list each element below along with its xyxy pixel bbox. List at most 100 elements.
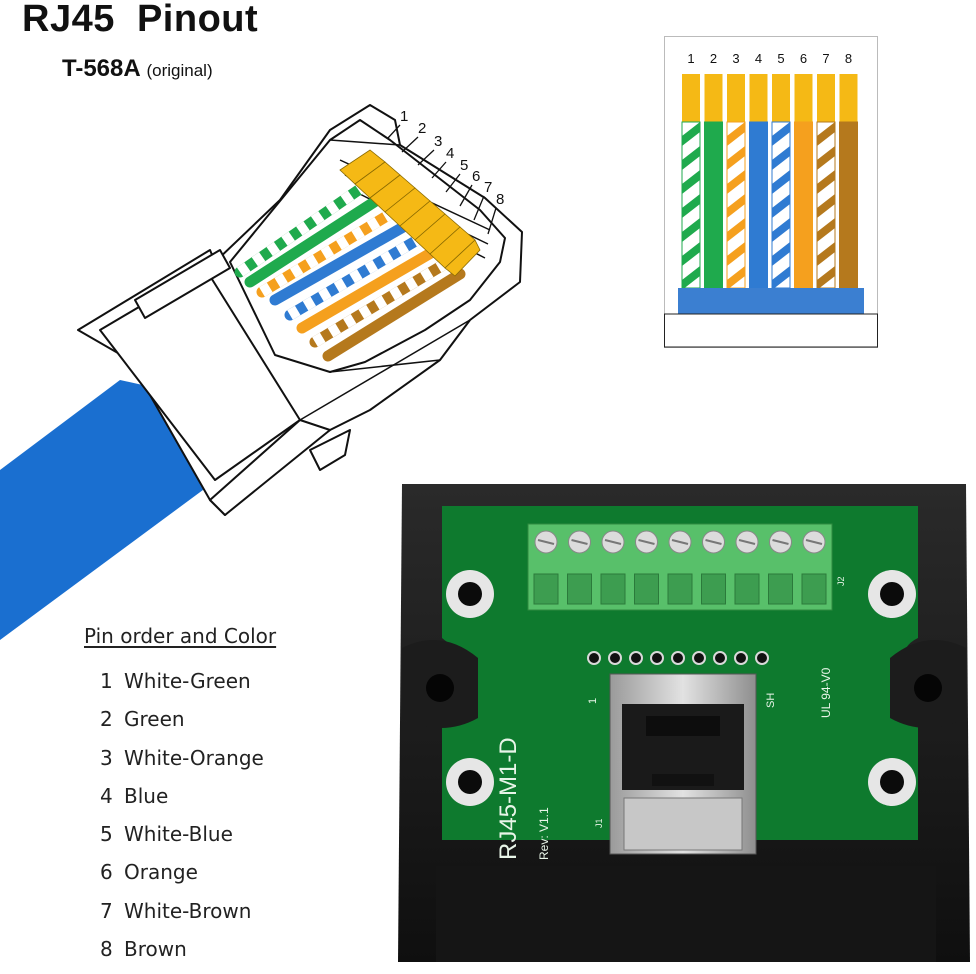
pin-number: 3: [100, 745, 113, 770]
pin-order-item: 7 White-Brown: [100, 898, 264, 936]
pin-number: 2: [100, 707, 113, 732]
wiring-pin-number: 3: [732, 51, 739, 66]
board-j1-label: J1: [594, 818, 604, 828]
pin-color-label: White-Orange: [124, 745, 264, 770]
terminal-slot: [734, 573, 760, 605]
solder-pad: [692, 651, 706, 665]
wiring-wire: [681, 121, 701, 289]
pin-color-label: Brown: [124, 937, 187, 962]
pin-number: 7: [100, 898, 113, 923]
plug-pin-1: 1: [400, 108, 408, 125]
wiring-cable-jacket: [678, 288, 864, 314]
pin-color-label: White-Blue: [124, 822, 233, 847]
wiring-pin-number: 5: [777, 51, 784, 66]
pin-number: 1: [100, 669, 113, 693]
plug-pin-3: 3: [434, 133, 442, 150]
plug-pin-6: 6: [472, 168, 480, 185]
standard-label: T-568A (original): [62, 55, 213, 83]
wiring-contact: [727, 74, 745, 122]
wiring-pin-number: 4: [755, 51, 762, 66]
wiring-wire: [749, 121, 768, 289]
pin-order-item: 2 Green: [100, 706, 264, 744]
wiring-contact: [772, 74, 790, 122]
plug-pin-7: 7: [484, 179, 492, 196]
pin-number: 8: [100, 937, 113, 962]
terminal-slot: [701, 573, 726, 605]
rj45-plug-illustration: 1 2 3 4 5 6 7 8: [0, 104, 523, 640]
pin-number: 6: [100, 860, 113, 885]
solder-pad: [629, 651, 643, 665]
pin-color-label: White-Green: [124, 669, 251, 693]
wiring-contact: [839, 74, 858, 122]
wiring-pin-number: 1: [687, 51, 694, 66]
enclosure-front-lip: [436, 866, 936, 962]
pin-color-label: Orange: [124, 860, 198, 885]
terminal-slot: [567, 573, 592, 605]
wiring-wire: [816, 121, 836, 289]
pin-order-item: 1 White-Green: [100, 668, 264, 706]
wiring-contact: [794, 74, 813, 122]
standard-note: (original): [146, 61, 213, 80]
wiring-pin-number: 8: [845, 51, 852, 66]
solder-pad: [671, 651, 685, 665]
wiring-contact: [817, 74, 835, 122]
pin-order-item: 8 Brown: [100, 936, 264, 974]
terminal-slot: [801, 573, 827, 605]
pin-number: 4: [100, 783, 113, 808]
pin-order-title: Pin order and Color: [84, 624, 277, 648]
wiring-chart-base: [664, 313, 878, 348]
wiring-pin-number: 2: [710, 51, 717, 66]
wiring-wire: [839, 121, 858, 289]
plug-pin-5: 5: [460, 157, 468, 174]
terminal-slot: [667, 573, 693, 605]
terminal-slot: [533, 573, 559, 605]
board-ul-label: UL 94-V0: [819, 667, 833, 718]
board-pin1-label: 1: [587, 698, 599, 704]
plug-pin-2: 2: [418, 120, 426, 137]
pin-color-label: Green: [124, 707, 185, 732]
left-mount-ear: [402, 640, 478, 728]
pin-order-item: 3 White-Orange: [100, 745, 264, 783]
terminal-slot: [634, 573, 659, 605]
board-sh-label: SH: [765, 693, 777, 708]
board-rev-label: Rev: V1.1: [537, 807, 551, 860]
pin-order-item: 5 White-Blue: [100, 821, 264, 859]
solder-pad: [755, 651, 769, 665]
wiring-pin-number: 6: [800, 51, 807, 66]
screw-terminal-block: [527, 523, 833, 611]
wiring-pin-number: 7: [822, 51, 829, 66]
wiring-wire: [726, 121, 746, 289]
solder-pad: [650, 651, 664, 665]
pcb-mount-holes: [446, 570, 916, 806]
wiring-wire: [704, 121, 723, 289]
pin-color-label: Blue: [124, 783, 169, 808]
terminal-slot: [768, 573, 793, 605]
solder-pad-row: [587, 651, 769, 665]
pin-order-item: 4 Blue: [100, 783, 264, 821]
breakout-board-illustration: RJ45-M1-D Rev: V1.1 UL 94-V0 SH 1 J1 J2: [398, 484, 970, 962]
wiring-contact: [704, 74, 723, 122]
solder-pad: [587, 651, 601, 665]
board-j2-label: J2: [836, 576, 846, 586]
standard-name: T-568A: [62, 55, 140, 82]
plug-pin-4: 4: [446, 145, 454, 162]
solder-pad: [734, 651, 748, 665]
solder-pad: [608, 651, 622, 665]
page-title: RJ45 Pinout: [22, 0, 259, 40]
right-mount-ear: [890, 640, 966, 728]
rj45-jack: [609, 673, 757, 855]
wiring-wire: [794, 121, 813, 289]
pin-color-label: White-Brown: [124, 898, 252, 923]
pin-order-item: 6 Orange: [100, 859, 264, 897]
wiring-contact: [749, 74, 768, 122]
plug-pin-8: 8: [496, 191, 504, 208]
cable-jacket: [0, 380, 230, 640]
pin-number: 5: [100, 822, 113, 847]
solder-pad: [713, 651, 727, 665]
wiring-wire: [771, 121, 791, 289]
terminal-slot: [600, 573, 626, 605]
board-model-label: RJ45-M1-D: [495, 737, 522, 860]
wiring-contact: [682, 74, 700, 122]
